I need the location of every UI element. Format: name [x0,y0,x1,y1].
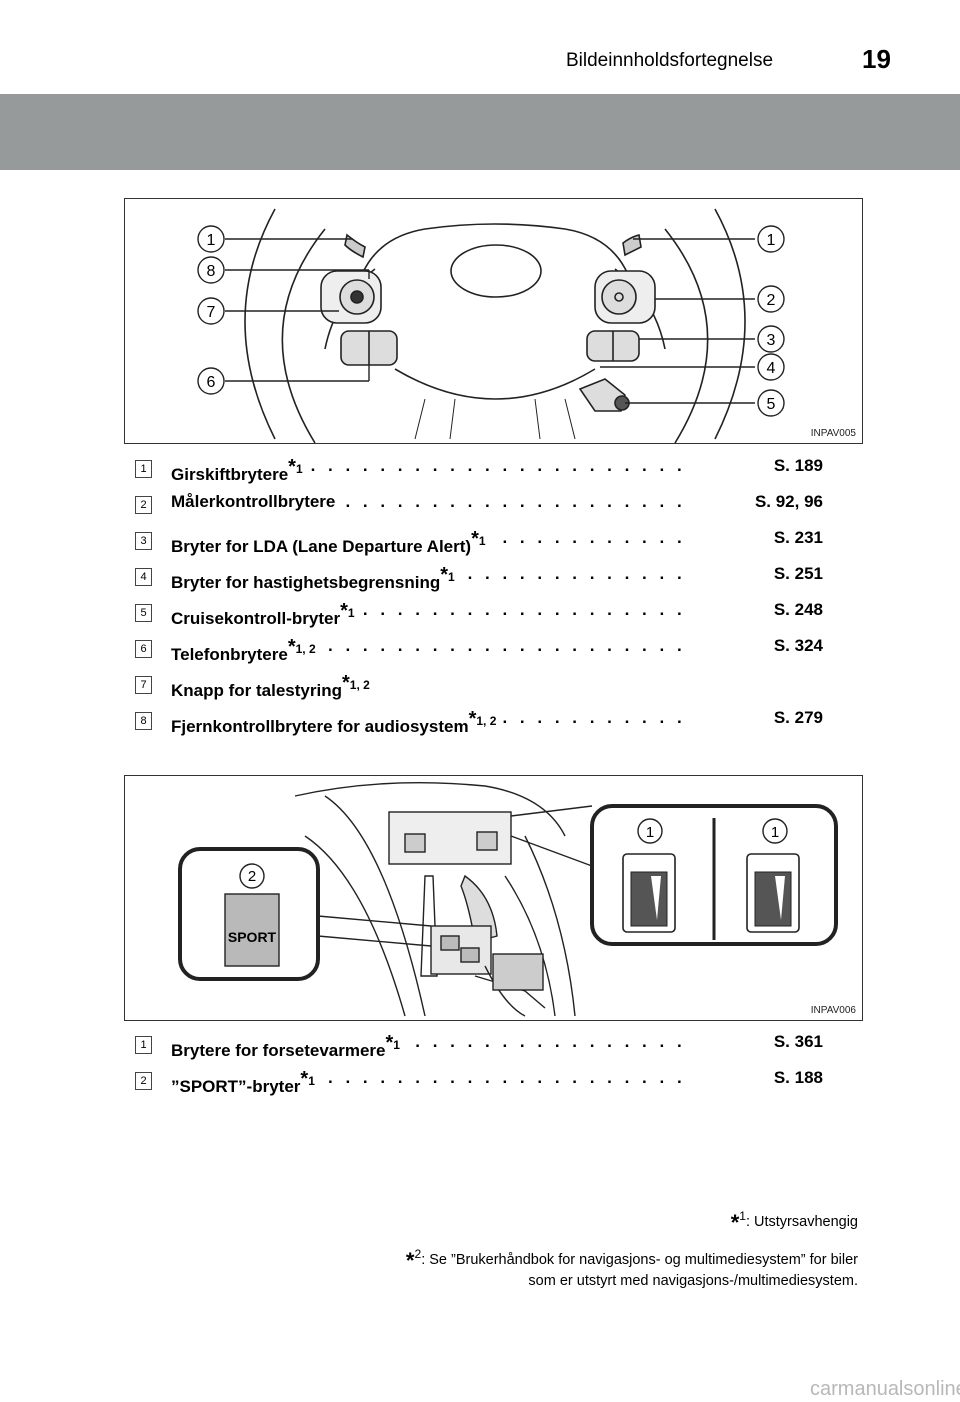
list-item: 2 . . . . . . . . . . . . . . . . . . . … [135,488,835,524]
sport-button-label: SPORT [228,929,277,945]
page-ref: S. 231 [767,528,823,548]
page-ref: S. 361 [767,1032,823,1052]
center-console-illustration: SPORT 2 1 1 [178,781,838,1017]
callout-1-right: 1 [767,232,776,249]
callout-6: 6 [207,374,216,391]
figure-code: INPAV006 [810,1005,856,1016]
page-ref: S. 189 [767,456,823,476]
switch-list-1: 1 . . . . . . . . . . . . . . . . . . . … [135,452,835,740]
page-ref: S. 324 [767,636,823,656]
item-label: Knapp for talestyring [171,681,342,700]
item-index: 4 [135,568,152,586]
header-title: Bildeinnholdsfortegnelse [566,50,774,71]
list-item: 1 . . . . . . . . . . . . . . . . . . . … [135,1028,835,1064]
item-index: 2 [135,1072,152,1090]
item-index: 1 [135,1036,152,1054]
list-item: 6 . . . . . . . . . . . . . . . . . . . … [135,632,835,668]
item-label: Bryter for LDA (Lane Departure Alert) [171,537,472,556]
item-label: Bryter for hastighetsbegrensning [171,573,441,592]
item-label: Brytere for forsetevarmere [171,1041,386,1060]
page-ref: S. 251 [767,564,823,584]
item-label: Målerkontrollbrytere [171,492,336,511]
callout-4: 4 [767,360,776,377]
page-ref: S. 92, 96 [748,492,823,512]
item-label: Girskiftbrytere [171,465,289,484]
list-item: 5 . . . . . . . . . . . . . . . . . . . … [135,596,835,632]
list-item: 4 . . . . . . . . . . . . . . . . . . . … [135,560,835,596]
list-item: 3 . . . . . . . . . . . . . . . . . . . … [135,524,835,560]
page-ref: S. 279 [767,708,823,728]
steering-wheel-illustration: 1 8 7 6 1 2 3 4 5 [197,208,785,443]
list-item: 8 . . . . . . . . . . . . . . . . . . . … [135,704,835,740]
item-index: 2 [135,496,152,514]
footnote-2: *2: Se ”Brukerhåndbok for navigasjons- o… [405,1247,858,1289]
callout-1-left: 1 [207,232,216,249]
center-console-figure: SPORT 2 1 1 INPAV006 [124,775,863,1021]
callout-7: 7 [207,304,216,321]
item-index: 3 [135,532,152,550]
callout-5: 5 [767,396,776,413]
watermark: carmanualsonline.info [810,1378,960,1400]
item-label: Telefonbrytere [171,645,288,664]
figure-code: INPAV005 [810,428,856,439]
callout-2: 2 [767,292,776,309]
item-index: 1 [135,460,152,478]
callout-1-right: 1 [771,824,779,841]
item-index: 7 [135,676,152,694]
steering-wheel-figure: 1 8 7 6 1 2 3 4 5 INPAV005 [124,198,863,444]
page-ref: S. 248 [767,600,823,620]
item-label: Cruisekontroll-bryter [171,609,341,628]
switch-list-2: 1 . . . . . . . . . . . . . . . . . . . … [135,1028,835,1100]
item-label: ”SPORT”-bryter [171,1077,301,1096]
header-band [0,94,960,170]
list-item: 7 Knapp for talestyring*1, 2 [135,668,835,704]
footnote-1: *1: Utstyrsavhengig [730,1209,858,1235]
callout-8: 8 [207,263,216,280]
page-ref: S. 188 [767,1068,823,1088]
item-index: 8 [135,712,152,730]
list-item: 1 . . . . . . . . . . . . . . . . . . . … [135,452,835,488]
callout-1-left: 1 [646,824,654,841]
item-label: Fjernkontrollbrytere for audiosystem [171,717,469,736]
item-index: 5 [135,604,152,622]
item-index: 6 [135,640,152,658]
page-number: 19 [862,44,891,74]
callout-2: 2 [248,868,256,885]
callout-3: 3 [767,332,776,349]
list-item: 2 . . . . . . . . . . . . . . . . . . . … [135,1064,835,1100]
